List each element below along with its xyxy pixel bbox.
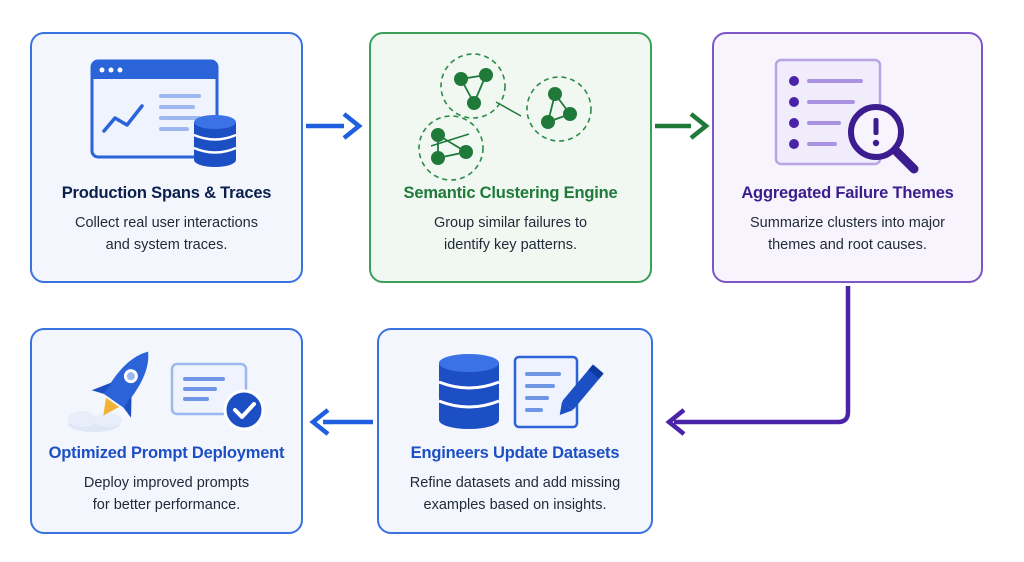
document-check-icon xyxy=(170,362,265,431)
step-title: Aggregated Failure Themes xyxy=(741,184,954,202)
step-card-production-spans: Production Spans & Traces Collect real u… xyxy=(30,32,303,283)
step-description: Summarize clusters into major themes and… xyxy=(750,215,945,253)
document-pencil-icon xyxy=(513,355,604,429)
arrow-1-to-2 xyxy=(306,112,363,140)
step-card-prompt-deployment: Optimized Prompt Deployment Deploy impro… xyxy=(30,328,303,534)
step-card-aggregated-themes: Aggregated Failure Themes Summarize clus… xyxy=(712,32,983,283)
database-icon xyxy=(193,115,237,167)
arrow-5-to-4 xyxy=(309,408,373,436)
magnifier-alert-icon xyxy=(848,104,919,174)
step-title: Semantic Clustering Engine xyxy=(403,184,618,202)
browser-chart-icon xyxy=(90,59,219,159)
arrow-3-to-5 xyxy=(665,286,851,436)
arrow-2-to-3 xyxy=(655,112,710,140)
step-title: Engineers Update Datasets xyxy=(410,444,620,462)
step-card-update-datasets: Engineers Update Datasets Refine dataset… xyxy=(377,328,653,534)
step-title: Production Spans & Traces xyxy=(61,184,272,202)
step-description: Collect real user interactions and syste… xyxy=(75,215,258,253)
step-description: Deploy improved prompts for better perfo… xyxy=(83,475,250,513)
rocket-icon xyxy=(68,351,149,432)
step-description: Refine datasets and add missing examples… xyxy=(409,475,621,513)
database-icon xyxy=(438,354,500,429)
step-description: Group similar failures to identify key p… xyxy=(433,215,588,253)
cluster-nodes-icon xyxy=(418,53,592,181)
step-card-semantic-clustering: Semantic Clustering Engine Group similar… xyxy=(369,32,652,283)
step-title: Optimized Prompt Deployment xyxy=(48,444,285,462)
